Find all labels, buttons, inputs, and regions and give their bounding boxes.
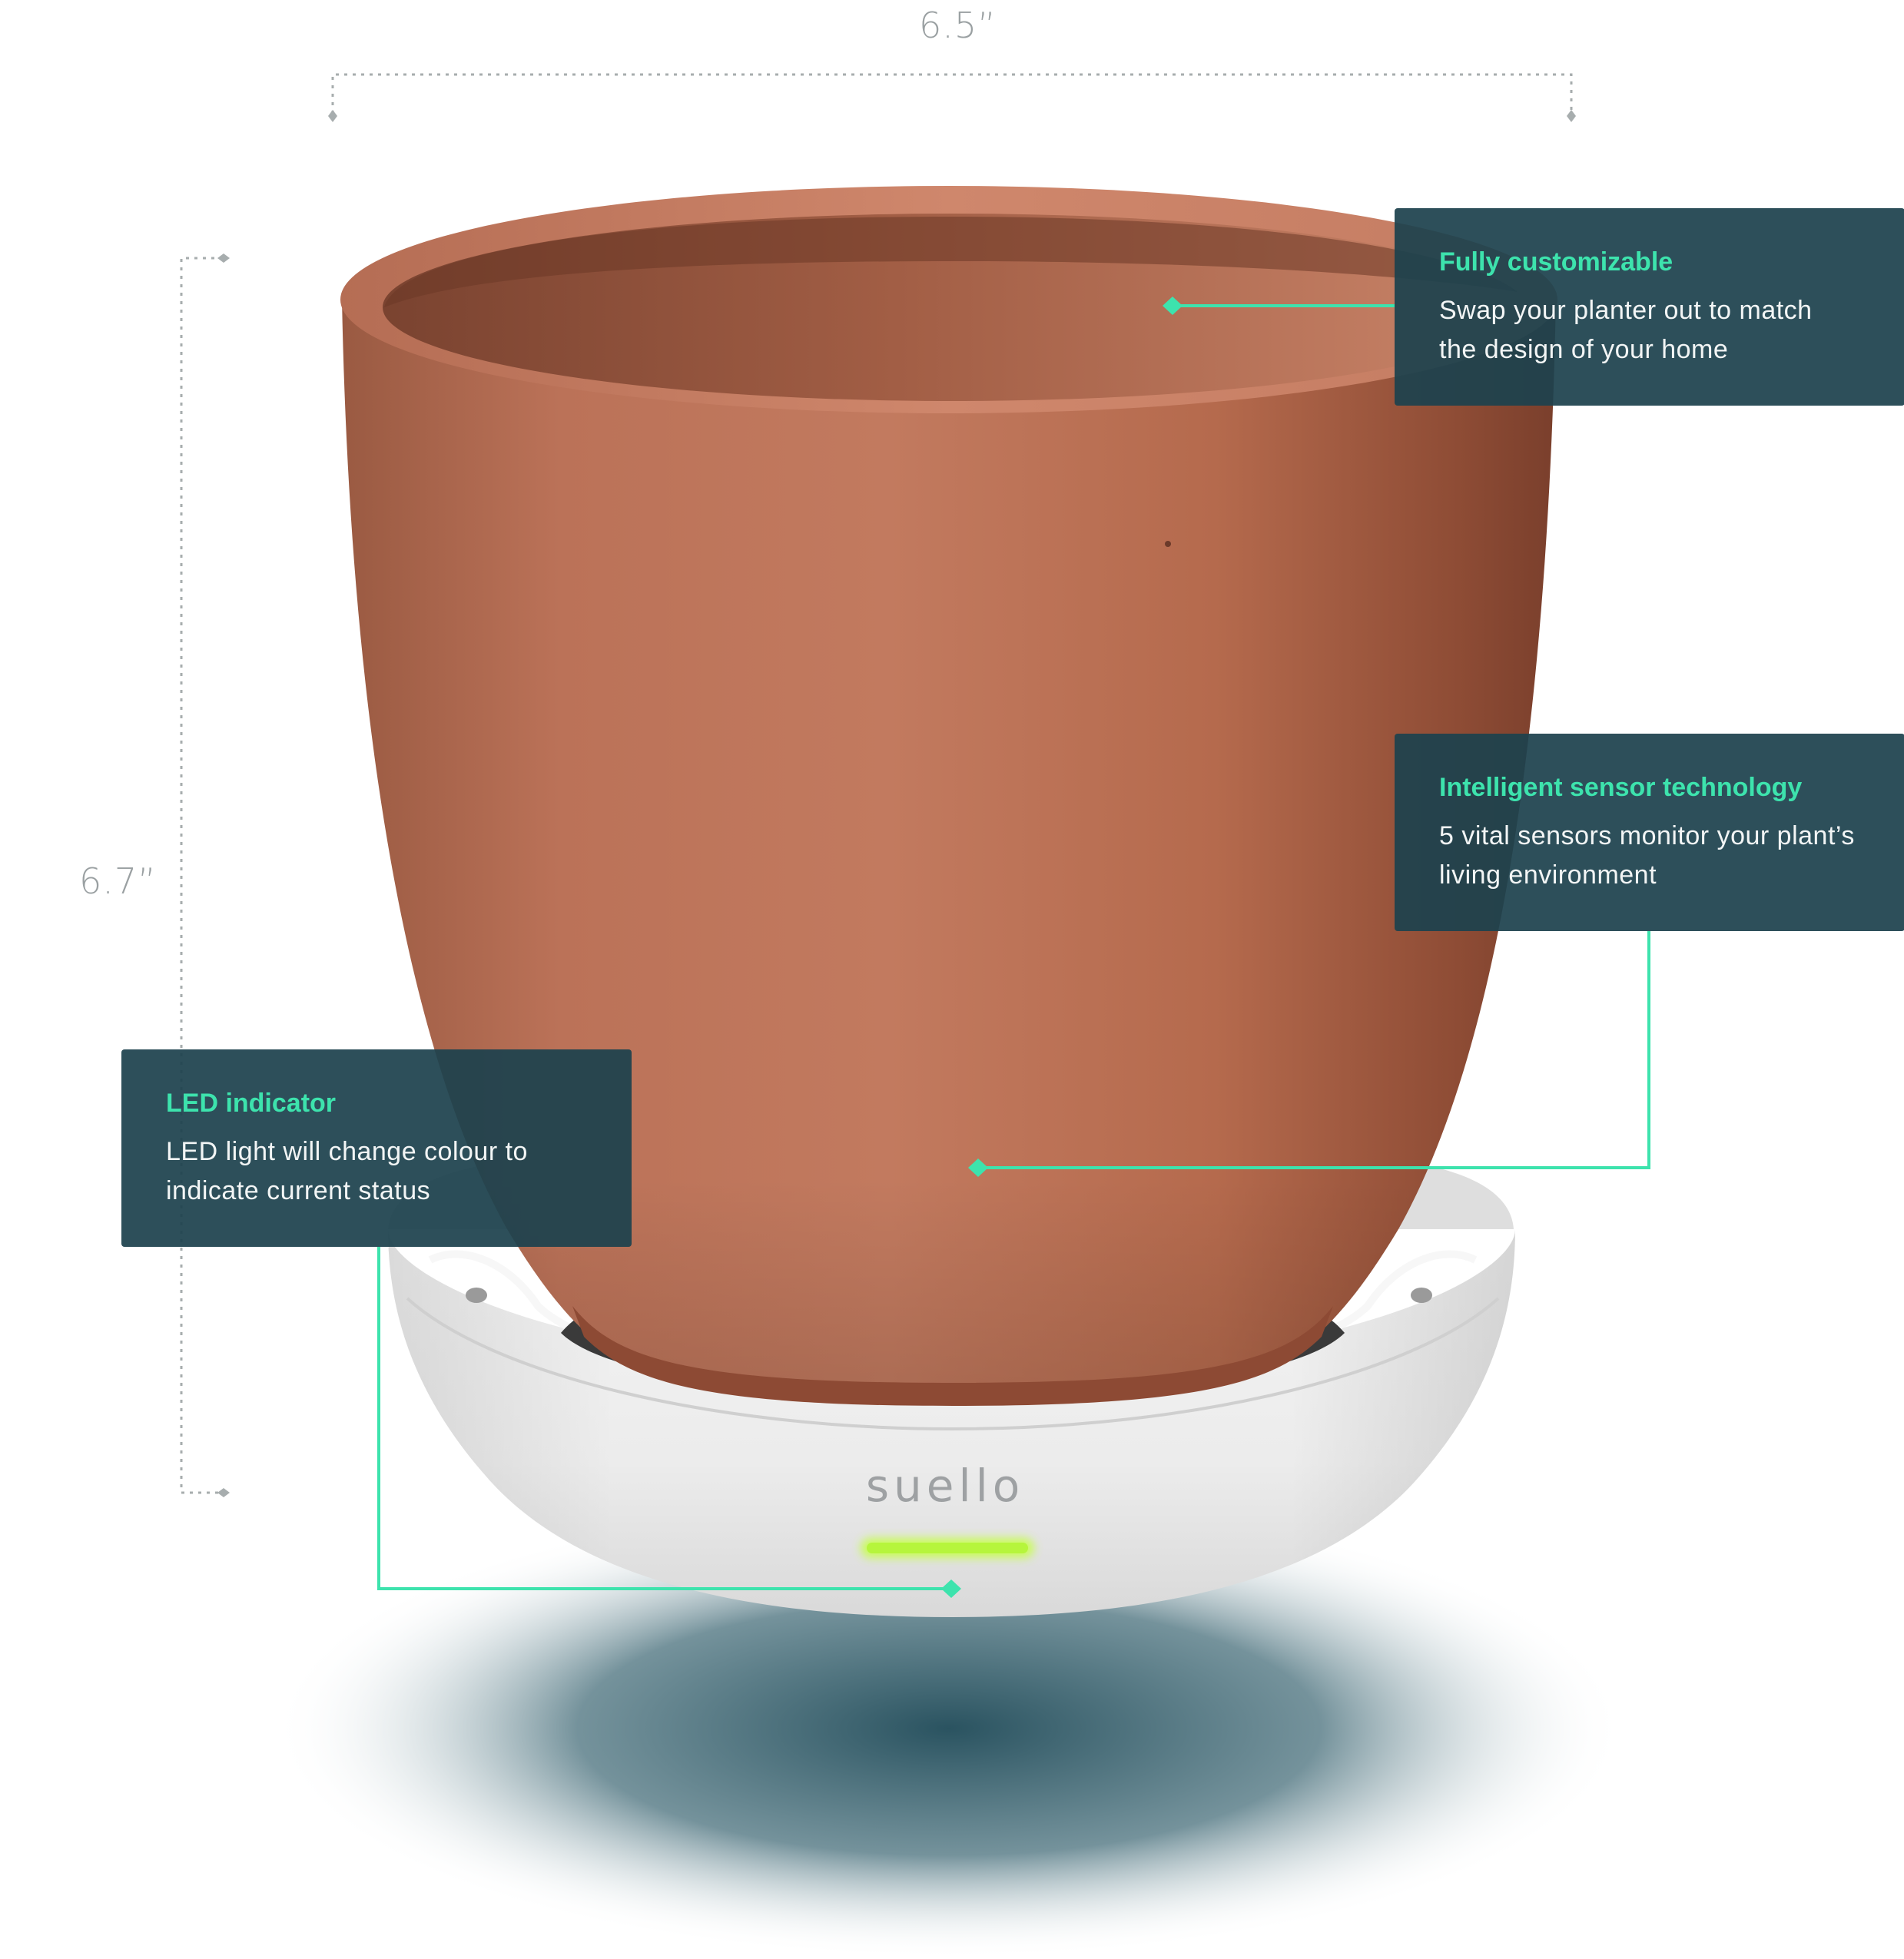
connector-dot-customizable [1163, 297, 1183, 315]
width-dimension-label: 6.5” [919, 5, 997, 46]
callout-fully-customizable: Fully customizable Swap your planter out… [1395, 208, 1904, 406]
pot-interior-shadow [384, 217, 1518, 307]
height-dimension-tick-bottom [217, 1488, 230, 1497]
callout-title: Intelligent sensor technology [1439, 773, 1803, 802]
width-dimension-line [331, 73, 1573, 114]
callout-title: Fully customizable [1439, 247, 1673, 277]
base-screw-right [1411, 1288, 1432, 1303]
pot-shading [342, 300, 1556, 1398]
pot-blemish [1165, 541, 1171, 547]
callout-led-indicator: LED indicator LED light will change colo… [121, 1049, 632, 1247]
callout-body: Swap your planter out to match the desig… [1439, 296, 1813, 364]
pot-foot [572, 1306, 1333, 1406]
callout-intelligent-sensor: Intelligent sensor technology 5 vital se… [1395, 734, 1904, 931]
connector-led [377, 1247, 951, 1590]
connector-dot-sensor [968, 1158, 988, 1177]
height-dimension-line [180, 257, 223, 1494]
callout-body: 5 vital sensors monitor your plant’s liv… [1439, 821, 1855, 890]
height-dimension-tick-top [217, 254, 230, 263]
callout-title: LED indicator [166, 1089, 337, 1118]
led-indicator-light [867, 1543, 1028, 1553]
height-dimension-label: 6.7” [79, 860, 157, 902]
width-dimension-tick-left [328, 110, 337, 122]
callout-body: LED light will change colour to indicate… [166, 1137, 528, 1205]
base-screw-left [466, 1288, 487, 1303]
width-dimension-tick-right [1567, 110, 1576, 122]
smart-base-seam [406, 1297, 1500, 1431]
floor-shadow [273, 1498, 1625, 1959]
connector-sensor [978, 931, 1650, 1169]
brand-logo: suello [865, 1460, 1025, 1512]
smart-base-shading [388, 1229, 1515, 1617]
connector-dot-led [941, 1579, 961, 1598]
